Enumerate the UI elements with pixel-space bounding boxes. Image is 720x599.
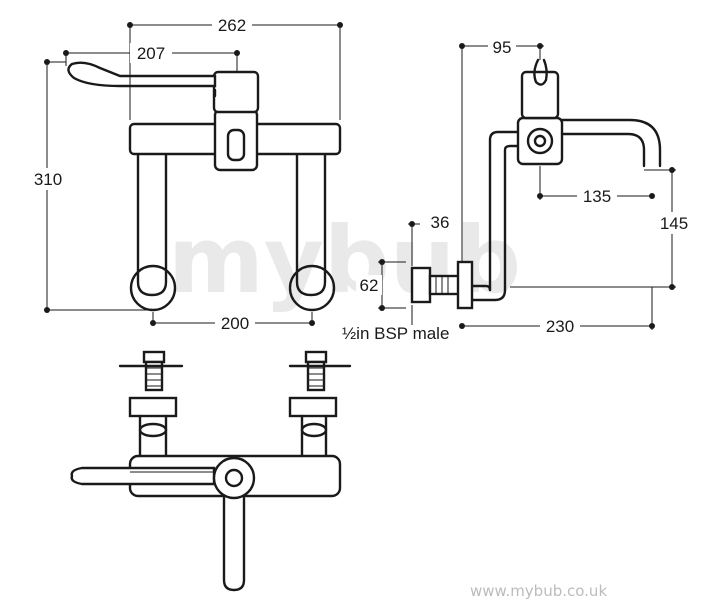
side-body-boss — [526, 127, 554, 155]
side-elevation — [410, 58, 662, 310]
left-wall-disc — [129, 264, 177, 312]
inlet-nut — [428, 274, 462, 296]
left-inlet-cap — [142, 350, 166, 364]
side-spout — [560, 118, 662, 168]
backplate — [410, 266, 432, 304]
side-body — [516, 116, 564, 166]
watermark-url: www.mybub.co.uk — [470, 582, 607, 599]
lever-handle — [67, 61, 217, 88]
watermark: mybub www.mybub.co.uk — [168, 207, 607, 599]
dim-spout-reach: 135 — [583, 187, 611, 206]
spout-outlet — [226, 128, 246, 162]
inlet-label: ½in BSP male — [342, 324, 449, 343]
dim-height: 310 — [34, 170, 62, 189]
right-inlet-cap — [304, 350, 328, 364]
plan-spout — [222, 496, 246, 592]
dim-projection: 95 — [493, 38, 512, 57]
dim-lever-span: 207 — [137, 44, 165, 63]
right-plan-leg — [300, 414, 328, 460]
right-leg — [295, 150, 327, 297]
right-flange — [288, 396, 338, 418]
right-inlet-thread — [306, 360, 326, 392]
front-elevation — [67, 61, 342, 312]
supply-bend — [466, 284, 507, 302]
left-inlet-thread — [144, 360, 164, 392]
dim-overall-width: 262 — [218, 16, 246, 35]
side-cartridge — [520, 70, 560, 120]
side-body-centre — [533, 134, 547, 148]
left-plan-leg — [138, 414, 168, 460]
side-dimensions: 95 36 135 145 62 ½in BSP male 2 — [342, 37, 694, 343]
supply-pipe — [488, 130, 522, 292]
left-flange — [128, 396, 178, 418]
side-lever — [533, 58, 548, 86]
right-wall-disc — [288, 264, 336, 312]
dim-total-projection: 230 — [546, 317, 574, 336]
dim-backplate: 62 — [360, 276, 379, 295]
cartridge-housing — [212, 70, 260, 114]
plan-cartridge — [212, 456, 256, 500]
dim-centres: 200 — [221, 314, 249, 333]
dim-spout-height: 145 — [660, 214, 688, 233]
front-dimensions: 262 207 310 200 — [28, 15, 343, 333]
wall-flange — [456, 260, 474, 310]
plan-view — [70, 350, 352, 592]
left-leg — [136, 150, 168, 297]
dim-wall-offset: 36 — [431, 213, 450, 232]
plan-lever — [70, 466, 216, 486]
